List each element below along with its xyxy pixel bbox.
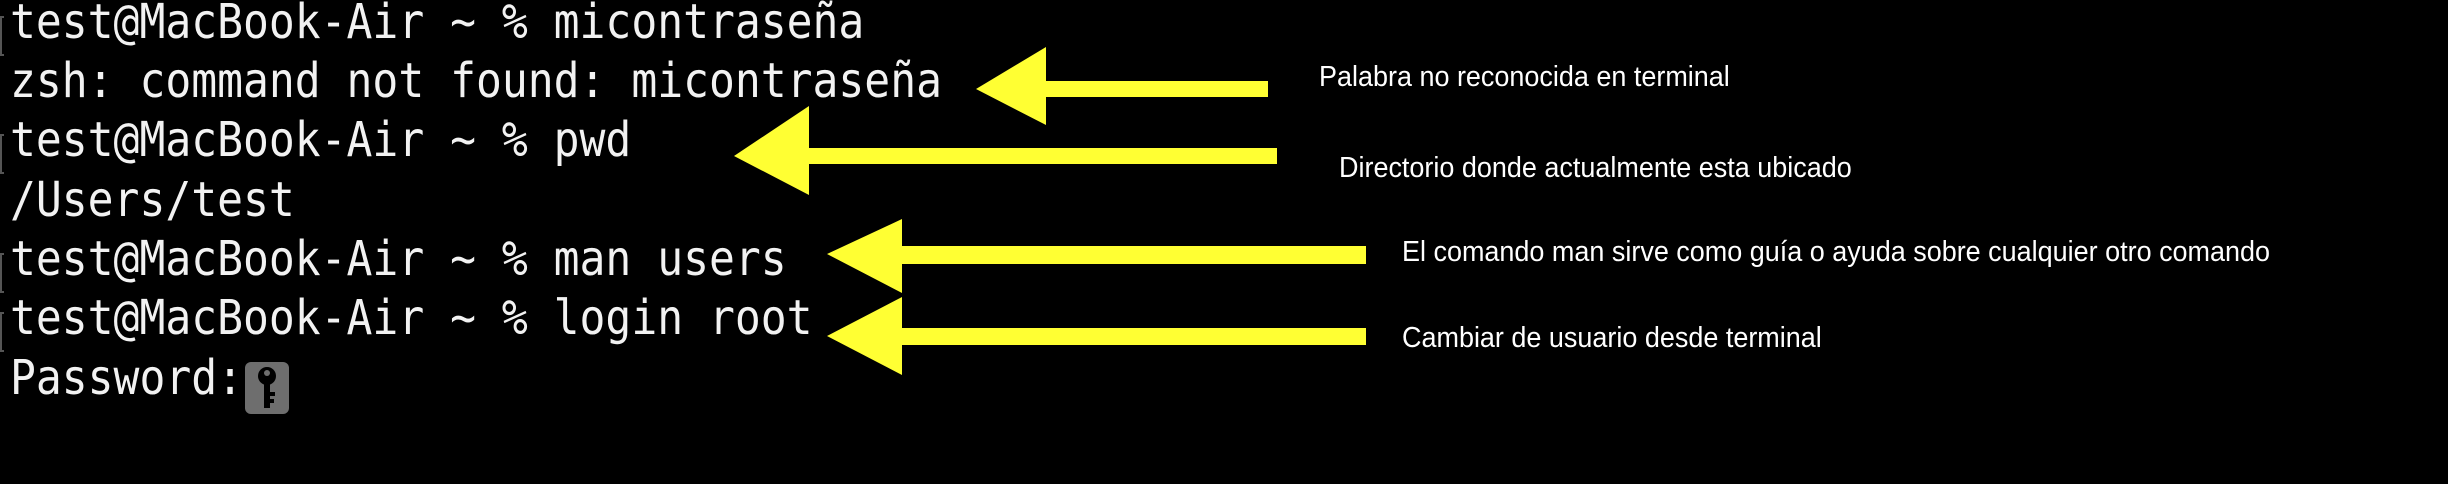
arrow-3 (827, 219, 1366, 293)
mark-bracket (0, 134, 4, 174)
mark-bracket (0, 312, 4, 352)
terminal-line: test@MacBook-Air ~ % micontraseña (10, 0, 865, 51)
annotation-label: Directorio donde actualmente esta ubicad… (1339, 152, 1852, 184)
arrow-2 (734, 106, 1277, 195)
mark-bracket (0, 253, 4, 293)
terminal-line: test@MacBook-Air ~ % man users (10, 231, 787, 288)
terminal-line: Password: (10, 350, 243, 407)
mark-bracket (0, 16, 4, 56)
arrow-1 (976, 47, 1268, 125)
annotation-label: Cambiar de usuario desde terminal (1402, 322, 1822, 354)
terminal-line: /Users/test (10, 172, 295, 229)
terminal-line: test@MacBook-Air ~ % pwd (10, 112, 632, 169)
annotation-label: Palabra no reconocida en terminal (1319, 61, 1730, 93)
annotation-label: El comando man sirve como guía o ayuda s… (1402, 236, 2271, 268)
terminal-line: zsh: command not found: micontraseña (10, 53, 942, 110)
arrow-4 (827, 297, 1366, 375)
terminal-line: test@MacBook-Air ~ % login root (10, 290, 813, 347)
key-icon (245, 362, 289, 414)
